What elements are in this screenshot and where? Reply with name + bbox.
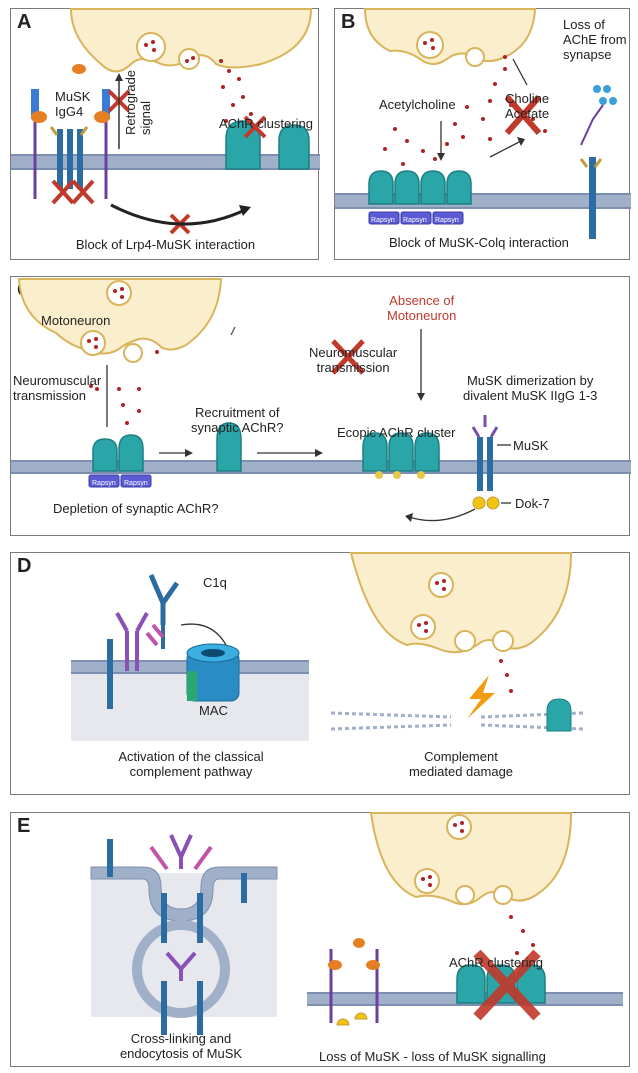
ectopic-cluster-label: Ecopic AChR cluster (337, 425, 456, 440)
panel-e-label: E (17, 815, 31, 837)
panel-d-label: D (17, 555, 32, 577)
panel-b-caption: Block of MuSK-Colq interaction (389, 235, 569, 250)
rapsyn-c-1: Rapsyn (92, 480, 116, 487)
achr-clustering-label: AChR clustering (219, 116, 313, 131)
musk-igg4-label: MuSK IgG4 (55, 89, 91, 119)
panel-d-caption-left: Activation of the classical complement p… (118, 749, 264, 779)
panel-e-caption-left: Cross-linking and endocytosis of MuSK (119, 1031, 243, 1061)
c1q-label: C1q (203, 575, 227, 590)
panel-d-caption-right: Complement mediated damage (408, 749, 514, 779)
dok7-label: Dok-7 (515, 496, 550, 511)
panel-b-illustration (335, 8, 631, 239)
recruitment-label: Recruitment of synaptic AChR? (191, 405, 284, 435)
panel-a-illustration (11, 8, 320, 235)
panel-d-illustration (71, 552, 584, 741)
musk-dimerization-label: MuSK dimerization by divalent MuSK IIgG … (463, 373, 598, 403)
rapsyn-label-2: Rapsyn (403, 217, 427, 224)
nm-transmission-left-label: Neuromuscular transmission (13, 373, 102, 403)
panel-c: C (10, 276, 631, 536)
panel-c-illustration (11, 278, 631, 522)
choline-acetate-label: Choline Acetate (505, 91, 550, 121)
rapsyn-label-3: Rapsyn (435, 217, 459, 224)
absence-motoneuron-label: Absence of Motoneuron (387, 293, 457, 323)
panel-a: A (10, 8, 320, 260)
panel-b: B (334, 8, 631, 260)
panel-d: D (10, 552, 630, 795)
acetylcholine-label: Acetylcholine (379, 97, 456, 112)
nm-transmission-crossed-label: Neuromuscular transmission (309, 345, 398, 375)
retrograde-signal-label: Retrograde signal (123, 69, 153, 135)
mac-label: MAC (199, 703, 228, 718)
panel-e-illustration (90, 812, 623, 1035)
loss-ache-label: Loss of AChE from synapse (563, 17, 627, 62)
depletion-label: Depletion of synaptic AChR? (53, 501, 219, 516)
panel-e: E (10, 812, 630, 1067)
panel-e-caption-right: Loss of MuSK - loss of MuSK signalling (319, 1049, 546, 1064)
rapsyn-c-2: Rapsyn (124, 480, 148, 487)
panel-a-caption: Block of Lrp4-MuSK interaction (75, 237, 256, 252)
motoneuron-label: Motoneuron (41, 313, 111, 328)
rapsyn-label-1: Rapsyn (371, 217, 395, 224)
musk-label: MuSK (513, 438, 549, 453)
achr-clustering-e-label: AChR clustering (449, 955, 543, 970)
panel-b-label: B (341, 11, 356, 33)
panel-a-label: A (17, 11, 32, 33)
